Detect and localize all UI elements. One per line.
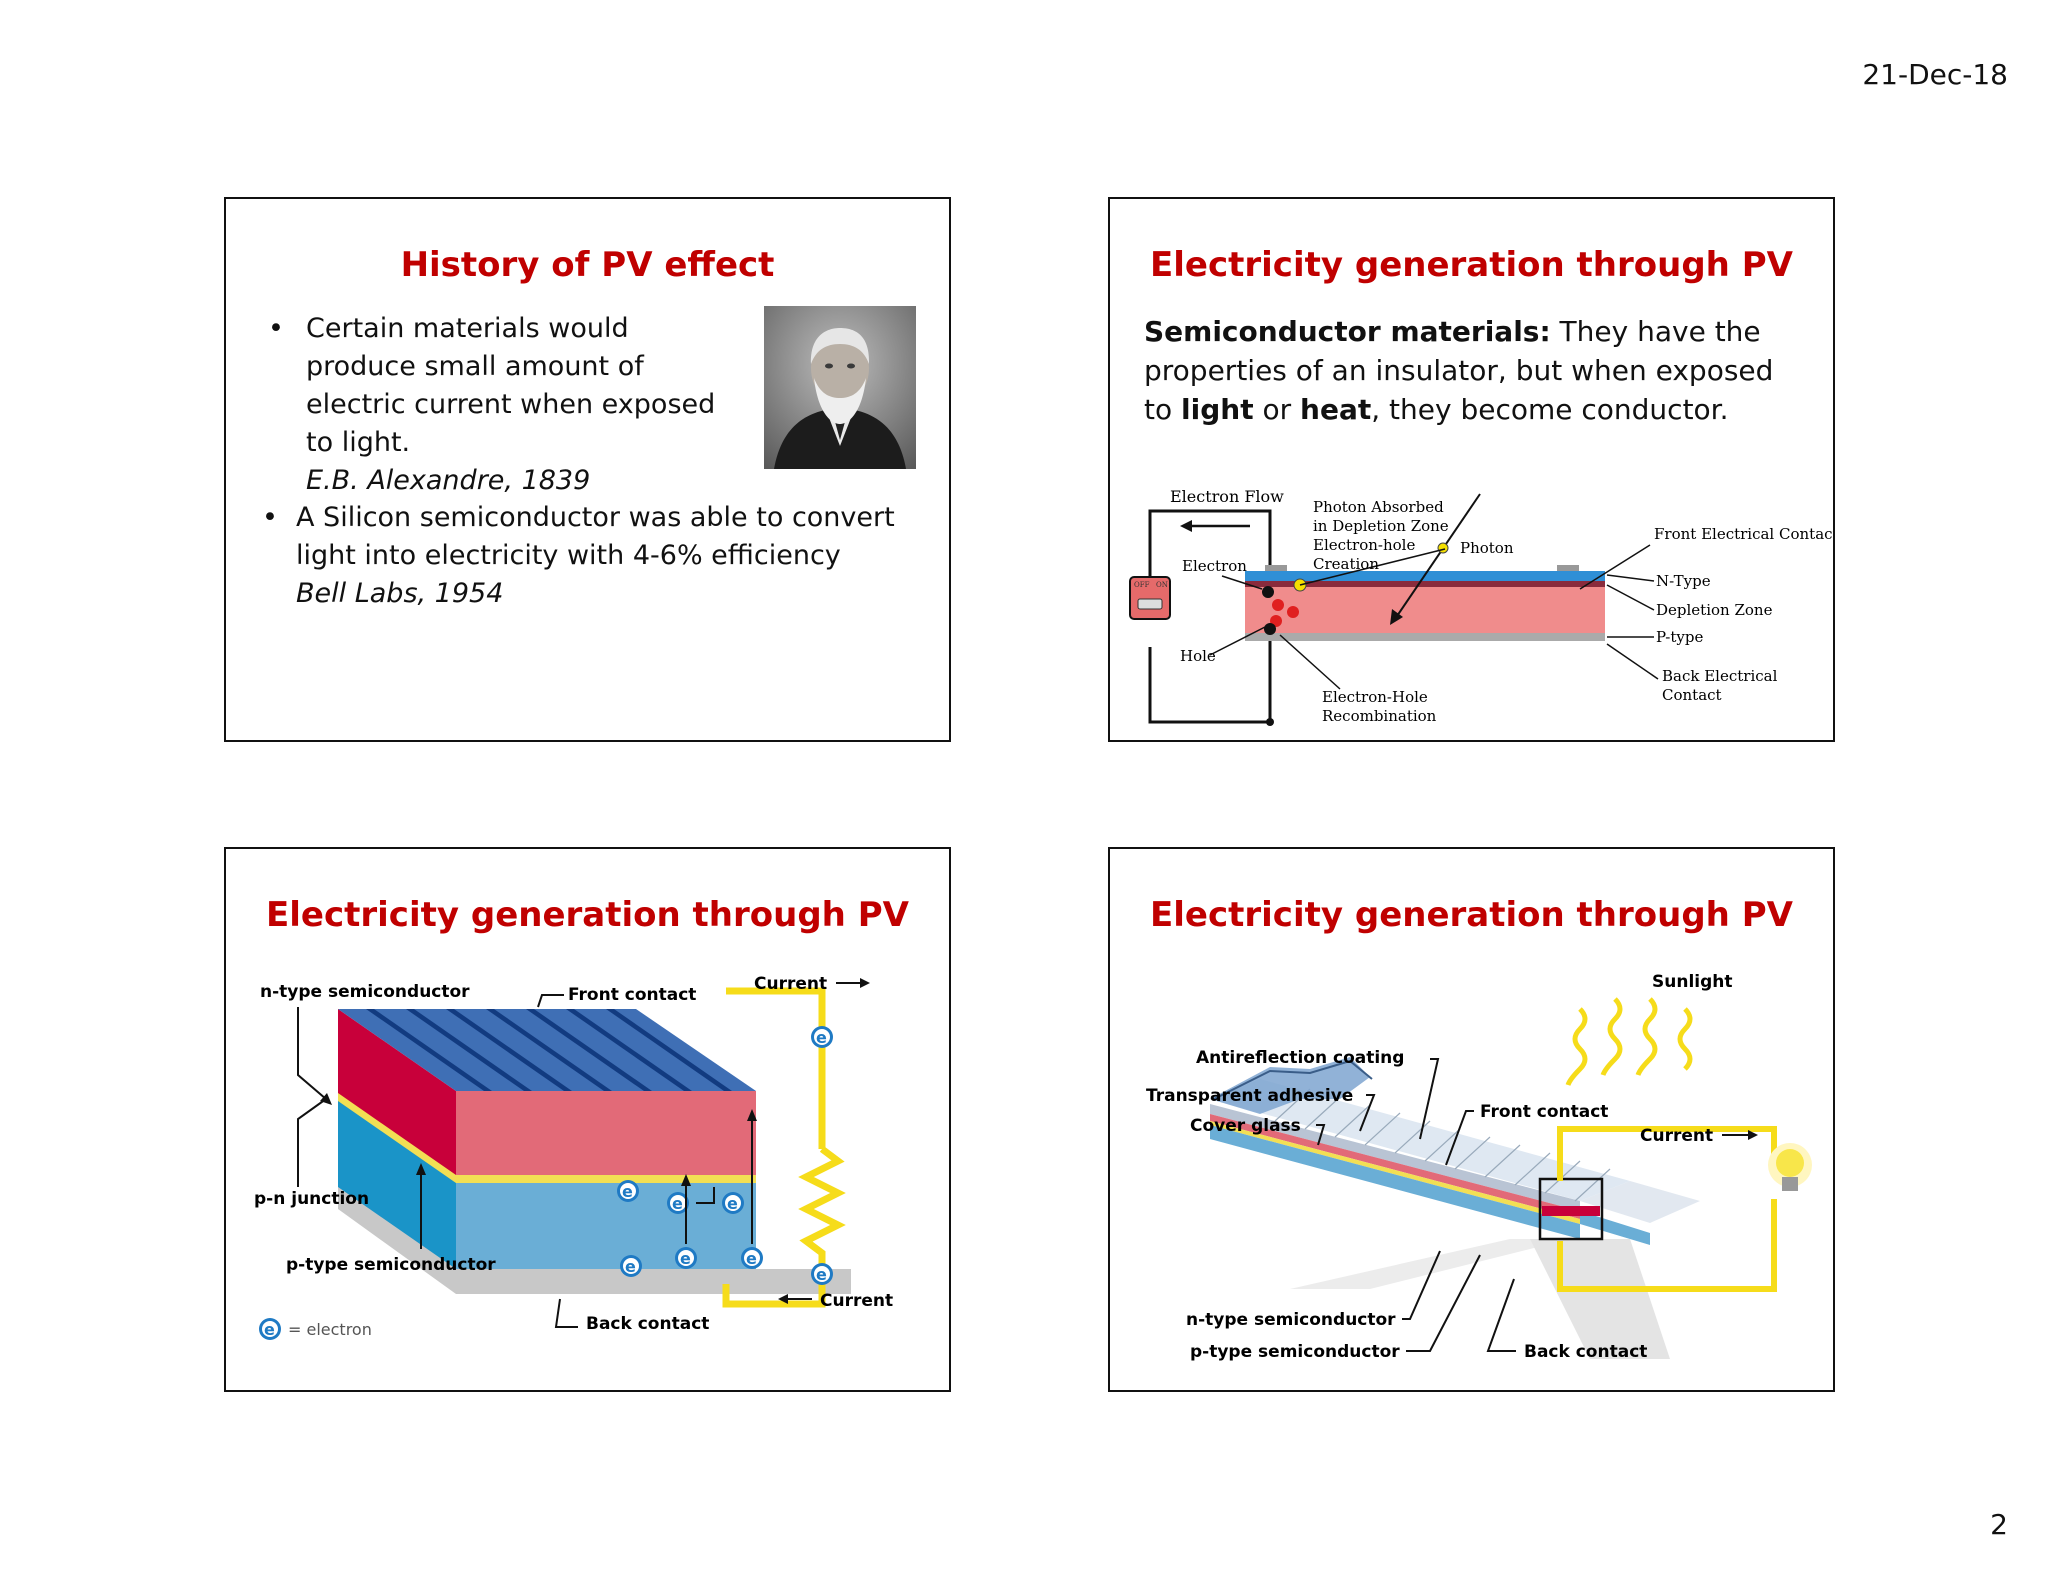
- lead-text: They have the properties of an insulator…: [1144, 315, 1774, 426]
- legend-symbol: e: [264, 1320, 275, 1339]
- front-contact-fingers: [366, 1009, 732, 1091]
- label-n-type: n-type semiconductor: [1186, 1310, 1396, 1330]
- label-electron-flow: Electron Flow: [1170, 487, 1284, 506]
- bullet-text: Certain materials would produce small am…: [306, 313, 716, 458]
- label-p-type: p-type semiconductor: [1190, 1342, 1400, 1362]
- electron-marker: e: [667, 1192, 689, 1214]
- label-current-top: Current: [754, 974, 827, 994]
- word-or: or: [1253, 393, 1301, 426]
- label-p-type: P-type: [1656, 628, 1703, 646]
- label-photon: Photon: [1460, 539, 1514, 557]
- electron-marker: e: [617, 1180, 639, 1202]
- legend: e = electron: [259, 1318, 372, 1340]
- label-front-contact: Front contact: [1480, 1102, 1608, 1122]
- label-p-type: p-type semiconductor: [286, 1255, 496, 1275]
- label-photon-absorbed-3: Electron-hole: [1313, 536, 1415, 554]
- pv-cell-diagram: OFF ON Electron Flow Photon Absorbed in …: [1129, 487, 1833, 726]
- slide-pv-cell-structure: Electricity generation through PV e: [224, 847, 951, 1392]
- electron-marker: e: [741, 1247, 763, 1269]
- pv-module-diagram: Sunlight Antireflection coating Transpar…: [1146, 972, 1812, 1362]
- electron-marker: e: [620, 1255, 642, 1277]
- word-light: light: [1181, 393, 1254, 426]
- label-current: Current: [1640, 1126, 1713, 1146]
- lightbulb-icon: [1768, 1143, 1812, 1191]
- pv-layer-diagram: e e e e e e e e: [254, 974, 893, 1340]
- label-back-contact-2: Contact: [1662, 686, 1722, 704]
- label-photon-absorbed-2: in Depletion Zone: [1313, 517, 1449, 535]
- bullet-dot: •: [262, 502, 278, 533]
- bullet-1: • Certain materials would produce small …: [268, 310, 738, 500]
- label-antireflection: Antireflection coating: [1196, 1048, 1404, 1068]
- legend-text: = electron: [288, 1320, 372, 1339]
- label-back-contact-1: Back Electrical: [1662, 667, 1778, 685]
- svg-text:e: e: [625, 1257, 636, 1276]
- label-current-bottom: Current: [820, 1291, 893, 1311]
- label-photon-absorbed-1: Photon Absorbed: [1313, 498, 1444, 516]
- semiconductor-paragraph: Semiconductor materials: They have the p…: [1144, 312, 1804, 429]
- slide-title: Electricity generation through PV: [266, 895, 909, 935]
- svg-text:e: e: [672, 1194, 683, 1213]
- svg-text:e: e: [680, 1249, 691, 1268]
- electron-marker: e: [811, 1263, 833, 1285]
- label-back-contact: Back contact: [1524, 1342, 1647, 1362]
- label-n-type: n-type semiconductor: [260, 982, 470, 1002]
- label-recombination-2: Recombination: [1322, 707, 1437, 725]
- label-cover-glass: Cover glass: [1190, 1116, 1301, 1136]
- header-date: 21-Dec-18: [1862, 58, 2008, 91]
- label-front-contact: Front contact: [568, 985, 696, 1005]
- slide-title: Electricity generation through PV: [1150, 245, 1793, 285]
- tail-text: , they become conductor.: [1371, 393, 1729, 426]
- label-hole: Hole: [1180, 647, 1216, 665]
- label-depletion-zone: Depletion Zone: [1656, 601, 1773, 619]
- page-number: 2: [1990, 1508, 2008, 1541]
- label-pn-junction: p-n junction: [254, 1189, 369, 1209]
- electron-marker: e: [675, 1247, 697, 1269]
- svg-text:e: e: [816, 1028, 827, 1047]
- label-front-contact: Front Electrical Contact: [1654, 525, 1833, 543]
- slide-pv-module: Electricity generation through PV: [1108, 847, 1835, 1392]
- slide-history-pv: History of PV effect • Certain materials…: [224, 197, 951, 742]
- label-back-contact: Back contact: [586, 1314, 709, 1334]
- svg-text:e: e: [622, 1182, 633, 1201]
- label-adhesive: Transparent adhesive: [1146, 1086, 1353, 1106]
- bullet-source: E.B. Alexandre, 1839: [306, 465, 591, 496]
- slide-title: History of PV effect: [400, 245, 775, 285]
- portrait-photo: [764, 306, 916, 469]
- svg-text:e: e: [816, 1265, 827, 1284]
- svg-text:e: e: [746, 1249, 757, 1268]
- bullet-dot: •: [268, 313, 284, 344]
- label-n-type: N-Type: [1656, 572, 1711, 590]
- electron-marker: e: [722, 1192, 744, 1214]
- bullet-text: A Silicon semiconductor was able to conv…: [296, 502, 895, 571]
- switch-off-label: OFF: [1134, 581, 1150, 589]
- electron-marker: e: [811, 1026, 833, 1048]
- sunlight-rays: [1565, 997, 1693, 1086]
- bullet-source: Bell Labs, 1954: [296, 578, 504, 609]
- label-photon-absorbed-4: Creation: [1313, 555, 1379, 573]
- slide-pv-semiconductor: Electricity generation through PV Semico…: [1108, 197, 1835, 742]
- slide-title: Electricity generation through PV: [1150, 895, 1793, 935]
- label-sunlight: Sunlight: [1652, 972, 1733, 992]
- label-recombination-1: Electron-Hole: [1322, 688, 1428, 706]
- bullet-2: • A Silicon semiconductor was able to co…: [262, 499, 902, 613]
- lead-term: Semiconductor materials:: [1144, 315, 1551, 348]
- svg-text:e: e: [727, 1194, 738, 1213]
- switch-on-label: ON: [1156, 581, 1168, 589]
- word-heat: heat: [1300, 393, 1372, 426]
- label-electron: Electron: [1182, 557, 1247, 575]
